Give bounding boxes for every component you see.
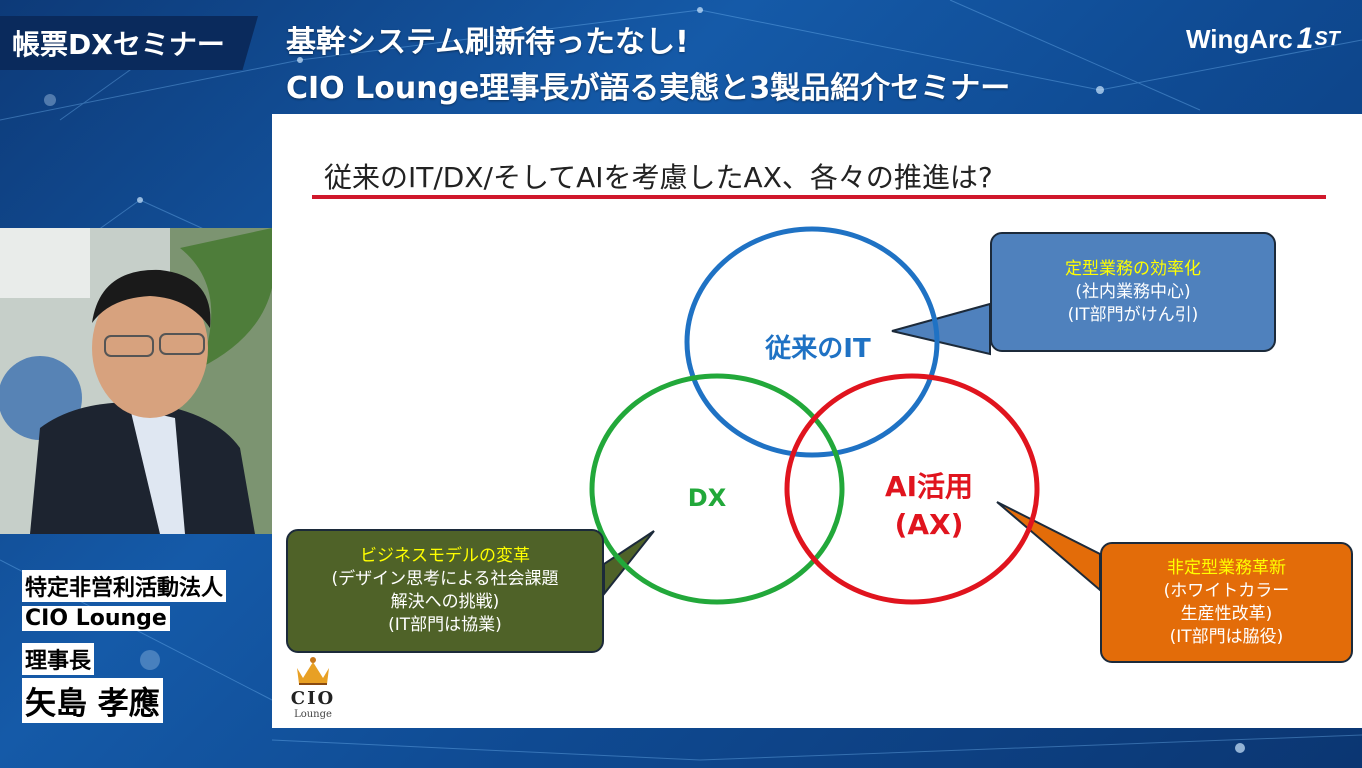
callout-ai-line-2: 生産性改革) [1180, 603, 1273, 624]
speaker-group-label: CIO Lounge [22, 606, 170, 631]
speaker-group: CIO Lounge [22, 606, 170, 631]
speaker-video-frame [0, 228, 272, 534]
brand-suffix: ST [1314, 27, 1340, 50]
slide-title-rule [312, 195, 1326, 199]
dx-circle-label: DX [688, 484, 727, 512]
callout-dx-line-2: 解決への挑戦) [390, 592, 500, 612]
speaker-org-label: 特定非営利活動法人 [22, 570, 227, 602]
callout-ai: 非定型業務革新 (ホワイトカラー 生産性改革) (IT部門は脇役) [1100, 542, 1353, 663]
cio-logo-subtext: Lounge [294, 709, 332, 720]
ai-circle-label-2: (AX) [895, 508, 964, 541]
brand-number: 1 [1296, 22, 1314, 55]
callout-dx-title: ビジネスモデルの変革 [360, 546, 530, 566]
callout-dx: ビジネスモデルの変革 (デザイン思考による社会課題 解決への挑戦) (IT部門は… [286, 529, 604, 653]
speaker-name: 矢島 孝應 [22, 678, 163, 723]
page-title: 基幹システム刷新待ったなし! CIO Lounge理事長が語る実態と3製品紹介セ… [286, 20, 1010, 112]
venn-diagram: 従来のIT DX AI活用 (AX) [589, 226, 1101, 605]
ai-circle [784, 373, 1040, 605]
page-title-line-2: CIO Lounge理事長が語る実態と3製品紹介セミナー [286, 71, 1011, 106]
callout-ai-line-1: (ホワイトカラー [1163, 580, 1290, 601]
speaker-video [0, 228, 272, 534]
presentation-slide: 従来のIT/DX/そしてAIを考慮したAX、各々の推進は? 従来のIT DX A… [272, 114, 1362, 728]
callout-ai-title: 非定型業務革新 [1167, 557, 1286, 578]
ai-circle-label-1: AI活用 [885, 470, 973, 503]
seminar-badge: 帳票DXセミナー [0, 16, 258, 70]
callout-dx-line-3: (IT部門は協業) [388, 615, 502, 635]
slide-title: 従来のIT/DX/そしてAIを考慮したAX、各々の推進は? [324, 161, 993, 194]
it-circle-label: 従来のIT [764, 334, 871, 364]
speaker-role: 理事長 [22, 643, 95, 675]
callout-dx-line-1: (デザイン思考による社会課題 [331, 569, 559, 589]
callout-it: 定型業務の効率化 (社内業務中心) (IT部門がけん引) [990, 232, 1276, 352]
it-circle [684, 226, 940, 458]
callout-it-title: 定型業務の効率化 [1065, 258, 1201, 279]
dx-circle [589, 373, 845, 605]
callout-it-line-1: (社内業務中心) [1075, 281, 1191, 302]
callout-ai-line-3: (IT部門は脇役) [1169, 626, 1284, 647]
speaker-role-label: 理事長 [22, 643, 95, 675]
callout-pointer-dx [603, 530, 655, 597]
cio-lounge-logo: CIO Lounge [288, 654, 338, 728]
callout-it-line-2: (IT部門がけん引) [1067, 304, 1199, 325]
page-title-line-1: 基幹システム刷新待ったなし! [286, 25, 689, 60]
callout-pointer-it [891, 302, 991, 356]
brand-name: WingArc [1186, 23, 1293, 54]
speaker-org: 特定非営利活動法人 [22, 570, 227, 602]
cio-logo-text: CIO [290, 688, 336, 709]
callout-pointer-ai [996, 501, 1101, 593]
crown-icon [297, 657, 329, 685]
speaker-name-label: 矢島 孝應 [22, 678, 163, 723]
wingarc-logo: WingArc 1 ST [1186, 22, 1340, 56]
seminar-badge-label: 帳票DXセミナー [12, 28, 225, 61]
